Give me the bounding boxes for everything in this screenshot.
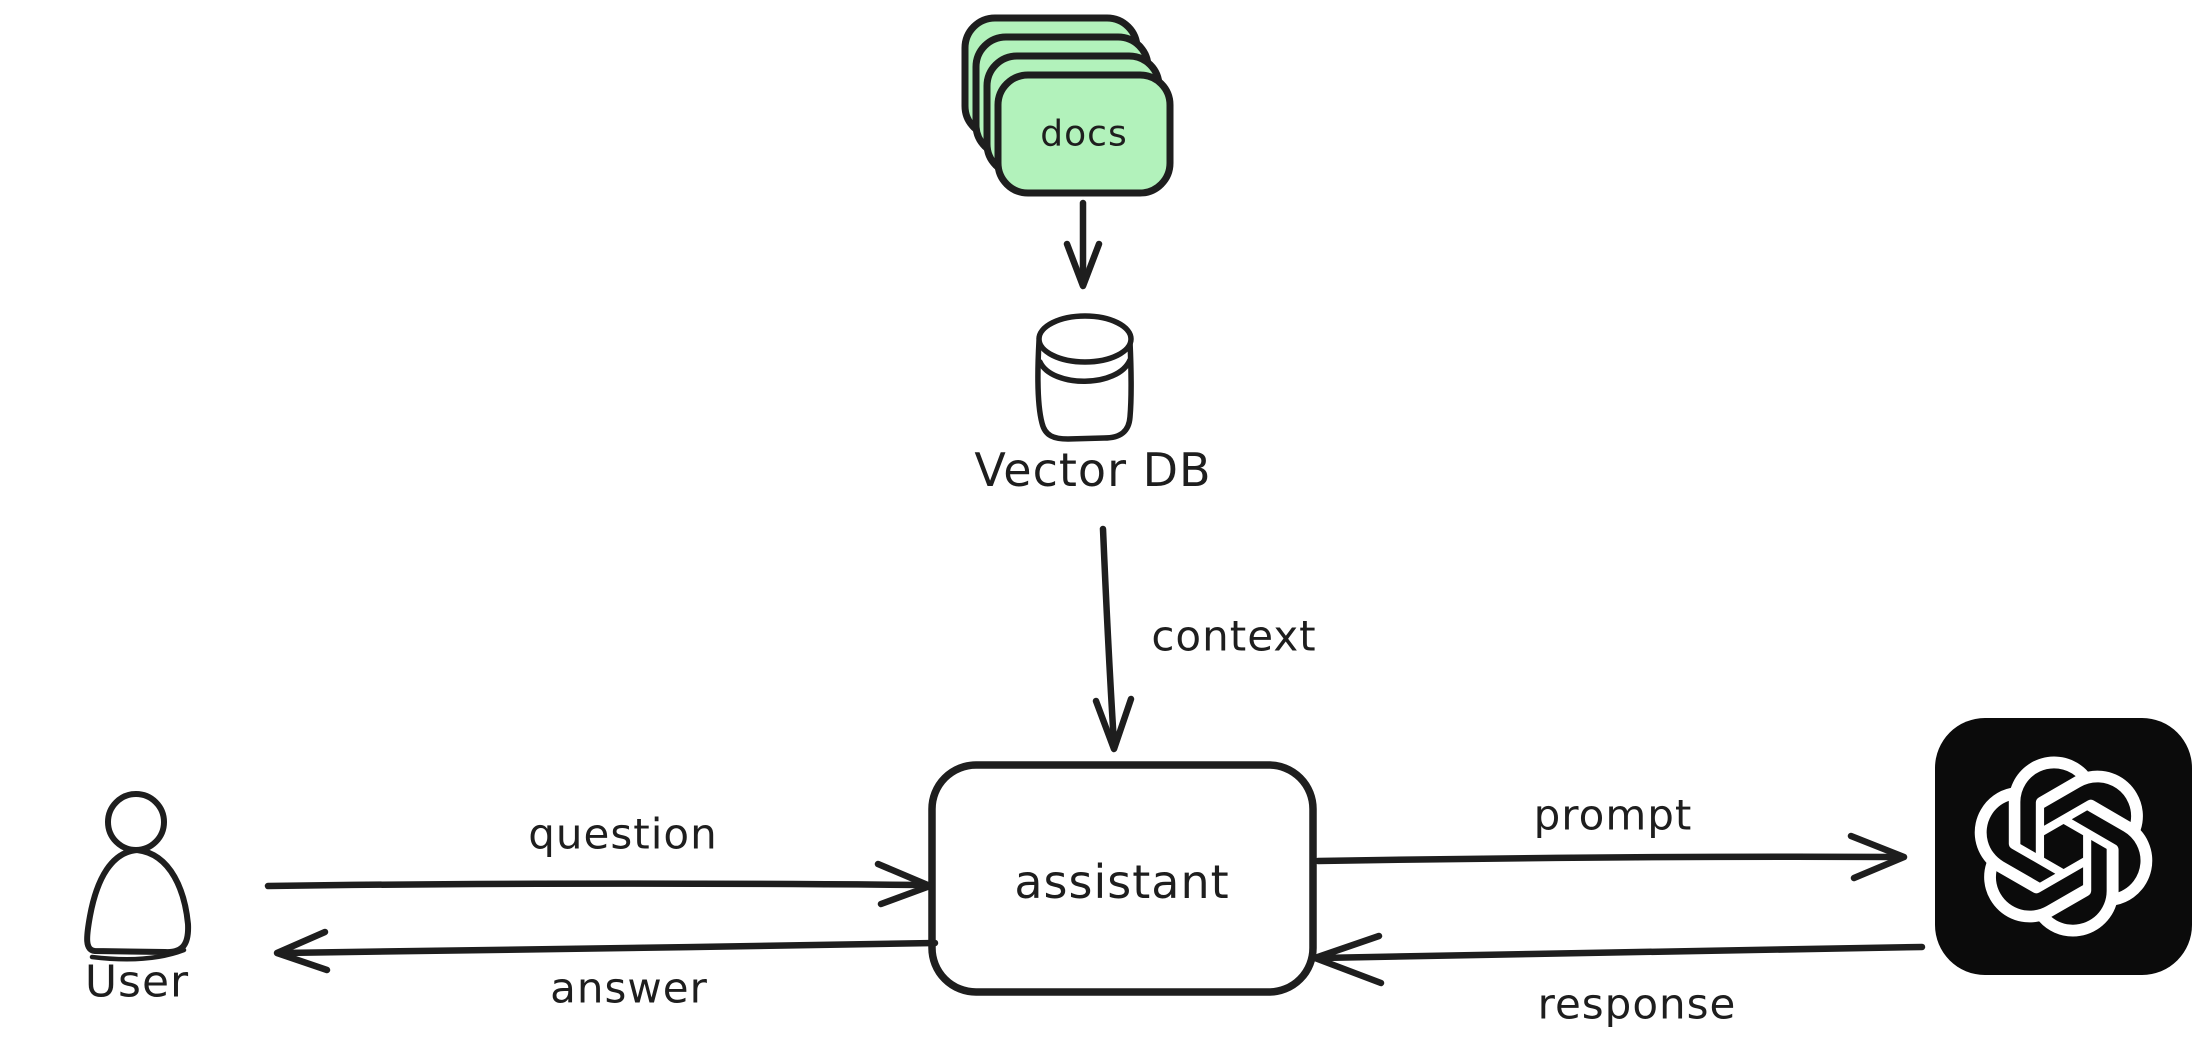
answer-arrow [273, 928, 939, 974]
stacked-documents-icon [961, 14, 1174, 197]
openai-logo-background [1935, 718, 2192, 975]
context-edge-label: context [1151, 611, 1317, 661]
question-arrow [264, 860, 934, 908]
person-icon [84, 791, 192, 962]
openai-logo-icon [1935, 718, 2192, 975]
person-head [105, 791, 167, 853]
response-edge-label: response [1537, 979, 1737, 1029]
cylinder-body [1035, 338, 1134, 442]
prompt-arrow [1314, 832, 1908, 882]
user-label: User [84, 956, 190, 1008]
docs-label: docs [1040, 113, 1128, 155]
person-body-sketch-line [89, 947, 187, 962]
openai-logo-mark [1974, 756, 2153, 937]
vector-db-label: Vector DB [974, 443, 1212, 497]
docs-card-front [994, 71, 1174, 197]
context-arrow [1092, 525, 1135, 753]
question-edge-label: question [528, 809, 718, 859]
cylinder-top [1036, 313, 1134, 365]
response-arrow [1311, 932, 1926, 987]
answer-edge-label: answer [550, 963, 708, 1013]
cylinder-rim [1037, 357, 1133, 384]
prompt-edge-label: prompt [1533, 790, 1693, 840]
docs-to-vectordb-arrow [1063, 199, 1103, 290]
assistant-label: assistant [1014, 855, 1230, 909]
database-cylinder-icon [1035, 313, 1134, 442]
assistant-node [928, 761, 1317, 996]
person-body [84, 847, 192, 956]
